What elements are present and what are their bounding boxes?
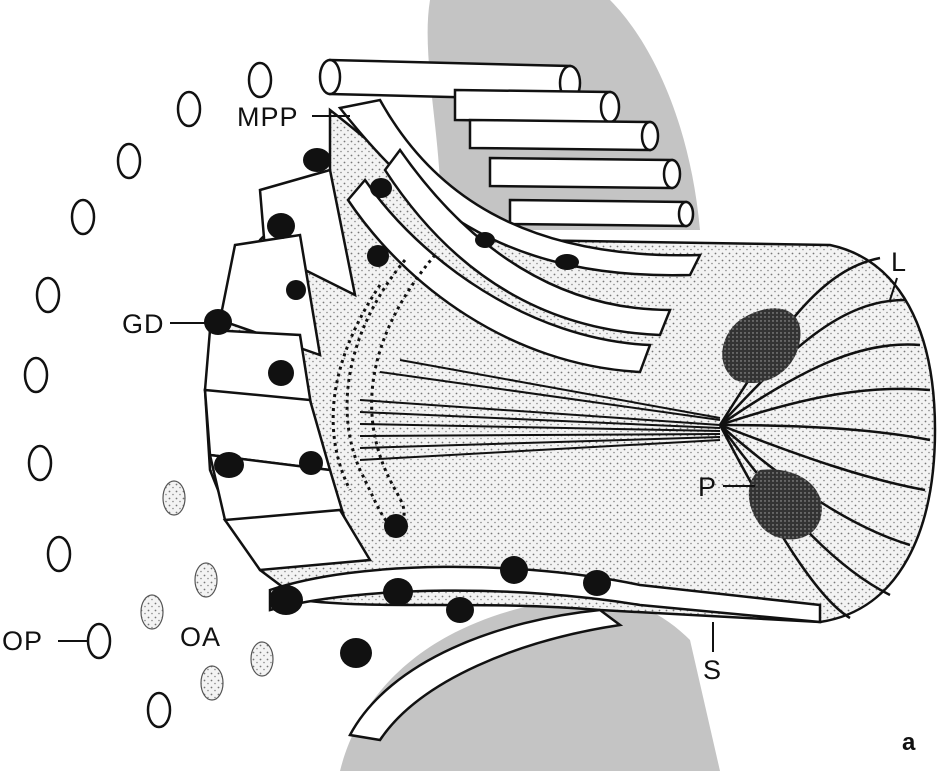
label-op: OP bbox=[2, 628, 43, 655]
label-gd: GD bbox=[122, 311, 165, 338]
panel-letter: a bbox=[902, 731, 916, 755]
label-oa: OA bbox=[180, 624, 221, 651]
label-p: P bbox=[698, 474, 717, 501]
label-mpp: MPP bbox=[237, 104, 299, 131]
label-l: L bbox=[891, 249, 907, 276]
label-s: S bbox=[703, 657, 722, 684]
